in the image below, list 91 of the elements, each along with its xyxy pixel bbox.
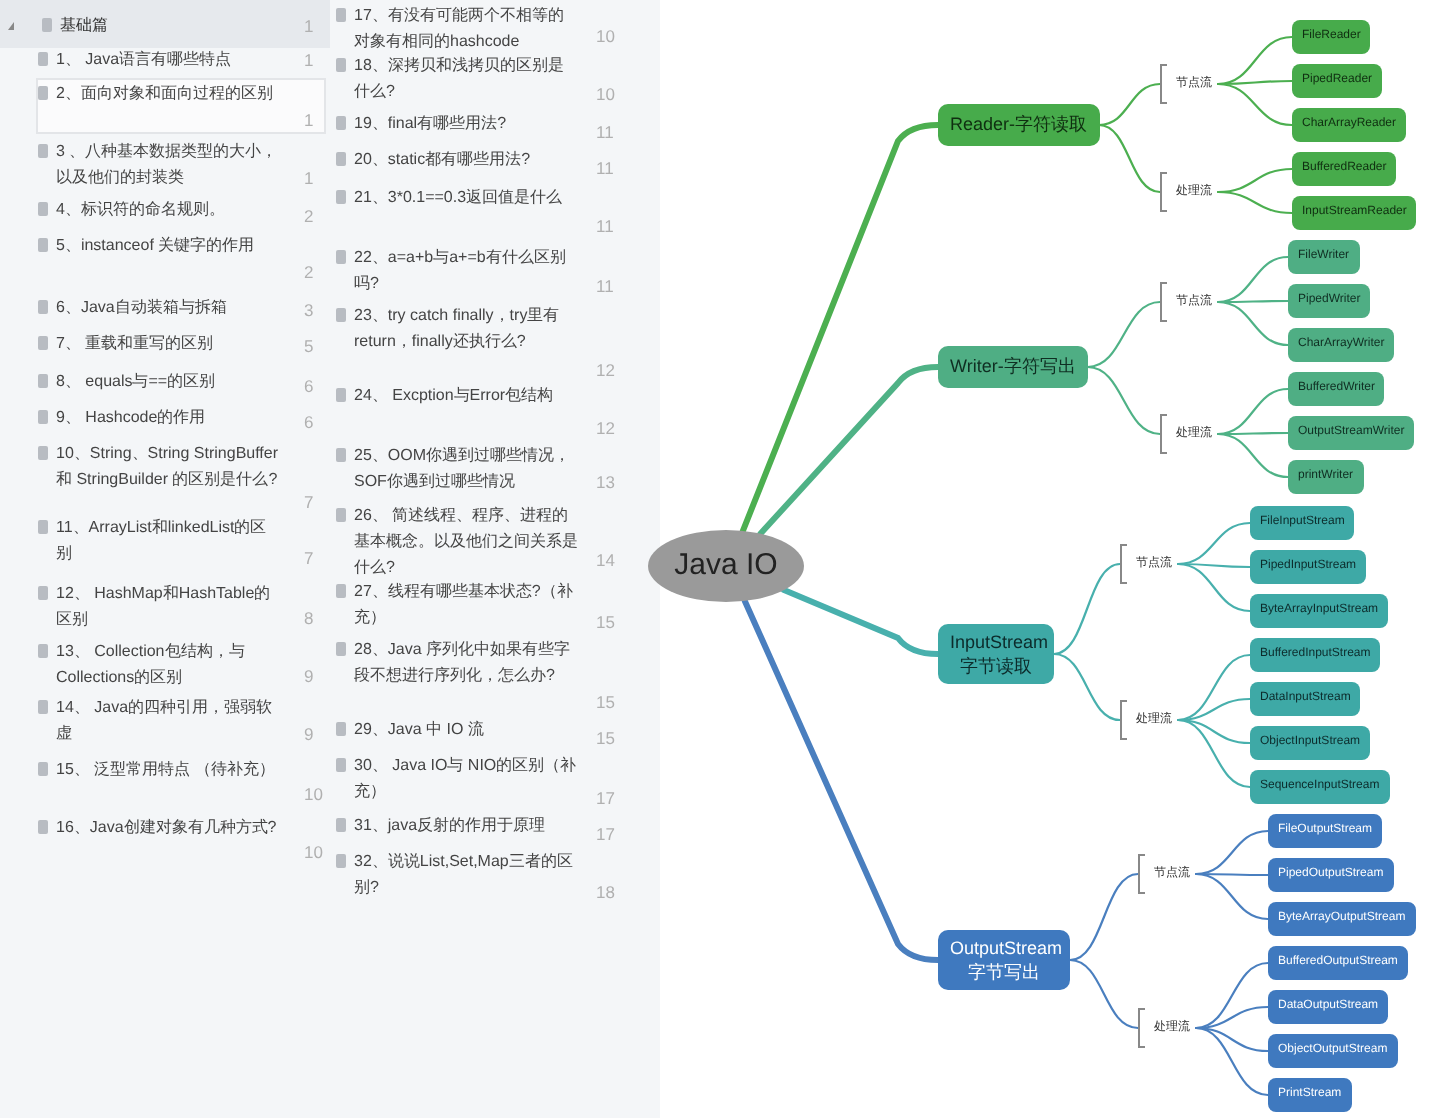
page-number: 12	[596, 360, 615, 380]
toc-entry: 24、 Excption与Error包结构	[354, 384, 556, 408]
page-number: 15	[596, 692, 615, 712]
connector	[1216, 190, 1294, 215]
page-number: 8	[304, 608, 314, 628]
page-number: 10	[304, 842, 323, 862]
toc-entry: 10、String、String StringBuffer 和 StringBuilder 的区别是什么?	[56, 442, 280, 492]
branch-box: InputStream 字节读取	[938, 624, 1054, 684]
connector	[1194, 872, 1270, 921]
page-number: 7	[304, 548, 314, 568]
toc-entry: 6、Java自动装箱与拆箱	[56, 296, 229, 320]
toc-entry: 14、 Java的四种引用，强弱软虚	[56, 696, 275, 746]
toc-entry: 2、面向对象和面向过程的区别	[56, 82, 275, 106]
toc-entry: 16、Java创建对象有几种方式?	[56, 816, 279, 840]
toc-entry: 23、try catch finally，try里有return，finally还执行么?	[354, 304, 562, 354]
page-number: 11	[596, 216, 614, 236]
branch-box: OutputStream 字节写出	[938, 930, 1070, 990]
page-number: 9	[304, 666, 314, 686]
toc-entry: 12、 HashMap和HashTable的区别	[56, 582, 273, 632]
page-number: 10	[596, 84, 615, 104]
page-number: 15	[596, 728, 615, 748]
connector	[1176, 718, 1252, 789]
connector	[757, 364, 941, 537]
toc-entry: 31、java反射的作用于原理	[354, 814, 548, 838]
page-number: 10	[304, 784, 323, 804]
connector	[1086, 365, 1162, 436]
page-number: 7	[304, 492, 314, 512]
connector	[1216, 300, 1290, 347]
toc-entry: 26、 简述线程、程序、进程的基本概念。以及他们之间关系是什么?	[354, 504, 578, 580]
toc-entry: 1、 Java语言有哪些特点	[56, 48, 234, 72]
page-number: 1	[304, 110, 314, 130]
toc-entry: 25、OOM你遇到过哪些情况，SOF你遇到过哪些情况	[354, 444, 573, 494]
page-number: 10	[596, 26, 615, 46]
connector	[1086, 300, 1162, 369]
page-number: 17	[596, 788, 615, 808]
connector	[1068, 958, 1140, 1030]
page-number: 1	[304, 168, 314, 188]
toc-entry: 11、ArrayList和linkedList的区别	[56, 516, 269, 566]
toc-entry: 15、 泛型常用特点 （待补充）	[56, 758, 277, 782]
page-number: 17	[596, 824, 615, 844]
page-number: 11	[596, 122, 614, 142]
toc-entry: 21、3*0.1==0.3返回值是什么	[354, 186, 565, 210]
page-number: 6	[304, 412, 314, 432]
toc-entry: 19、final有哪些用法?	[354, 112, 509, 136]
connector	[739, 122, 941, 534]
toc-entry: 3 、八种基本数据类型的大小，以及他们的封装类	[56, 140, 280, 190]
page-number: 2	[304, 206, 314, 226]
page-number: 9	[304, 724, 314, 744]
connector	[1097, 123, 1162, 194]
page-number: 15	[596, 612, 615, 632]
page-number: 18	[596, 882, 615, 902]
toc-entry: 30、 Java IO与 NIO的区别（补充）	[354, 754, 578, 804]
connector	[1052, 562, 1122, 656]
toc-entry: 18、深拷贝和浅拷贝的区别是什么?	[354, 54, 566, 104]
page-number: 11	[596, 276, 614, 296]
connector	[1216, 82, 1294, 127]
toc-entry: 20、static都有哪些用法?	[354, 148, 533, 172]
connector	[1216, 432, 1290, 479]
page-number: 11	[596, 158, 614, 178]
page-number: 12	[596, 418, 615, 438]
connector	[1176, 562, 1252, 613]
page-number: 1	[304, 16, 314, 36]
connector	[1194, 961, 1270, 1030]
toc-entry: 4、标识符的命名规则。	[56, 198, 227, 222]
page-number: 5	[304, 336, 314, 356]
connector	[781, 587, 941, 657]
toc-entry: 32、说说List,Set,Map三者的区别?	[354, 850, 575, 900]
page-number: 1	[304, 50, 314, 70]
section-heading: 基础篇	[60, 14, 110, 38]
branch-box: Reader-字符读取	[938, 104, 1100, 146]
page-number: 3	[304, 300, 314, 320]
page-number: 13	[596, 472, 615, 492]
connector	[1194, 1026, 1270, 1097]
page-number: 14	[596, 550, 615, 570]
toc-entry: 17、有没有可能两个不相等的对象有相同的hashcode	[354, 4, 566, 54]
toc-entry: 29、Java 中 IO 流	[354, 718, 486, 742]
toc-entry: 8、 equals与==的区别	[56, 370, 218, 394]
page-number: 6	[304, 376, 314, 396]
toc-entry: 27、线程有哪些基本状态?（补充）	[354, 580, 575, 630]
toc-entry: 5、instanceof 关键字的作用	[56, 234, 257, 258]
branch-box: Writer-字符写出	[938, 346, 1088, 388]
connector	[741, 597, 941, 963]
toc-entry: 13、 Collection包结构，与Collections的区别	[56, 640, 247, 690]
connector	[1052, 652, 1122, 722]
connector	[1068, 872, 1140, 962]
toc-entry: 7、 重载和重写的区别	[56, 332, 216, 356]
page-number: 2	[304, 262, 314, 282]
toc-entry: 22、a=a+b与a+=b有什么区别吗?	[354, 246, 568, 296]
toc-entry: 9、 Hashcode的作用	[56, 406, 208, 430]
connector	[1176, 653, 1252, 722]
toc-entry: 28、Java 序列化中如果有些字段不想进行序列化，怎么办?	[354, 638, 573, 688]
